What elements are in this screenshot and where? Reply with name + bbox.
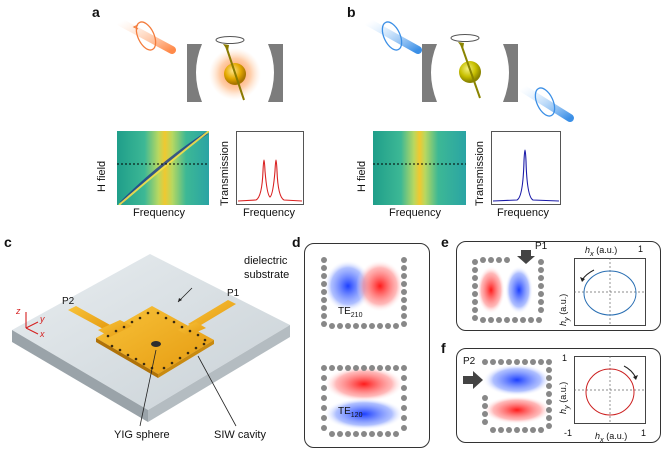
panel-e-box <box>456 241 661 331</box>
panel-f-label: f <box>441 340 446 356</box>
cavity-wall-left <box>422 44 437 102</box>
axis-x-label: x <box>40 329 45 339</box>
panel-b-resonance-plot <box>373 131 466 205</box>
panel-b-plot1-xlabel: Frequency <box>389 207 441 219</box>
panel-e-polarization-plot <box>574 258 646 326</box>
panel-e-xlabel: hx (a.u.) <box>585 245 618 258</box>
panel-f-port-label: P2 <box>463 356 476 367</box>
polarization-ellipse <box>583 270 637 316</box>
panel-a-plot2-ylabel: Transmission <box>219 141 231 206</box>
panel-e-label: e <box>441 234 449 250</box>
panel-e-tick-pos: 1 <box>638 244 644 254</box>
siw-cavity-label: SIW cavity <box>214 429 266 441</box>
yig-sphere-label: YIG sphere <box>114 429 170 441</box>
panel-a-illustration <box>116 18 283 102</box>
cavity-wall-right <box>503 44 518 102</box>
te210-label: TE210 <box>338 306 363 319</box>
panel-f-box <box>456 348 661 443</box>
te210-mode-map <box>318 254 410 332</box>
spin-arrow <box>460 43 481 99</box>
panel-e-port-label: P1 <box>535 241 548 252</box>
polarization-ellipse <box>585 368 635 416</box>
te120-label: TE120 <box>338 406 363 419</box>
panel-e-mode-map <box>471 250 551 326</box>
blue-photon-beam-out <box>518 84 574 122</box>
panel-a-plot1-xlabel: Frequency <box>133 207 185 219</box>
panel-a-label: a <box>92 4 100 20</box>
panel-c-device-illustration <box>12 254 290 427</box>
port-arrow-icon <box>463 371 483 389</box>
blue-photon-beam-in <box>364 18 422 54</box>
panel-f-ylabel: hy (a.u.) <box>558 381 571 414</box>
panel-f-tick-neg: -1 <box>564 428 573 438</box>
panel-f-tick-pos-x: 1 <box>641 428 647 438</box>
spin-arrow <box>225 45 245 101</box>
panel-a-plot1-ylabel: H field <box>96 160 108 192</box>
panel-a-avoided-crossing-plot <box>117 131 209 205</box>
panel-d-box <box>304 243 430 448</box>
panel-b-plot2-xlabel: Frequency <box>497 207 549 219</box>
port-p2-label: P2 <box>62 296 75 307</box>
port-p1-label: P1 <box>227 288 240 299</box>
via-holes <box>106 311 207 370</box>
axis-z-label: z <box>16 306 21 316</box>
panel-c-label: c <box>4 234 12 250</box>
panel-b-illustration <box>364 18 574 122</box>
panel-f-polarization-plot <box>574 356 646 424</box>
panel-a-transmission-plot <box>236 131 304 205</box>
panel-b-plot2-ylabel: Transmission <box>474 141 486 206</box>
panel-e-ylabel: hy (a.u.) <box>558 293 571 326</box>
panel-d-label: d <box>292 234 301 250</box>
cavity-wall-left <box>187 44 202 102</box>
siw-cavity-metal <box>68 300 236 378</box>
panel-f-mode-map <box>463 356 553 436</box>
axis-y-label: y <box>40 314 45 324</box>
te120-mode-map <box>318 362 410 440</box>
panel-a-plot2-xlabel: Frequency <box>243 207 295 219</box>
port-arrow-icon <box>517 250 535 264</box>
panel-b-label: b <box>347 4 356 20</box>
cavity-wall-right <box>268 44 283 102</box>
panel-f-xlabel: hx (a.u.) <box>595 431 628 444</box>
yig-sphere-dot <box>151 341 161 347</box>
coordinate-axes-icon <box>25 312 39 335</box>
orange-photon-beam <box>116 18 176 54</box>
panel-f-tick-pos: 1 <box>562 353 568 363</box>
panel-b-plot1-ylabel: H field <box>356 160 368 192</box>
panel-b-transmission-plot <box>491 131 561 205</box>
dielectric-substrate-label: dielectric substrate <box>244 255 290 281</box>
